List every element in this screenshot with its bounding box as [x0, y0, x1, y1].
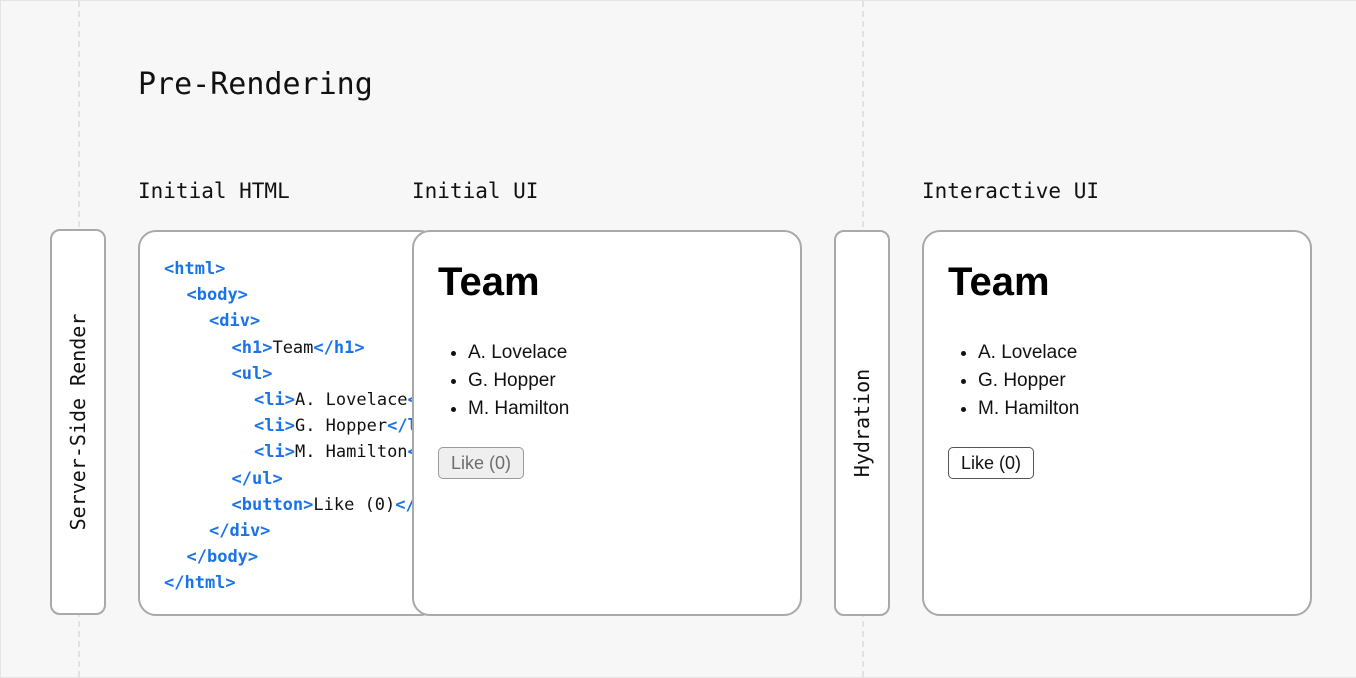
code-tag-open: </div> [209, 521, 271, 542]
html-code-block: <html><body><div><h1>Team</h1><ul><li>A.… [164, 256, 437, 597]
initial-html-card: <html><body><div><h1>Team</h1><ul><li>A.… [138, 230, 438, 616]
list-item: M. Hamilton [978, 395, 1079, 423]
server-side-render-step: Server-Side Render [50, 229, 106, 615]
label-interactive-ui: Interactive UI [922, 179, 1100, 203]
code-text: M. Hamilton [294, 442, 408, 463]
code-line: <li>G. Hopper</li> [164, 413, 436, 439]
initial-ui-card: Team A. Lovelace G. Hopper M. Hamilton L… [412, 230, 802, 616]
list-item: G. Hopper [468, 367, 569, 395]
code-line: <body> [164, 282, 436, 308]
code-tag-open: <html> [164, 259, 226, 279]
label-initial-html: Initial HTML [138, 179, 290, 203]
code-line: </body> [164, 544, 436, 570]
code-line: </div> [164, 518, 436, 544]
list-item: A. Lovelace [978, 339, 1079, 367]
code-line: <div> [164, 308, 436, 334]
hydration-step: Hydration [834, 230, 890, 616]
code-line: <button>Like (0)</button> [164, 492, 437, 518]
code-text: A. Lovelace [294, 390, 408, 411]
list-item: A. Lovelace [468, 339, 569, 367]
code-tag-open: <body> [186, 285, 248, 306]
hydration-label: Hydration [850, 368, 874, 478]
code-tag-open: <li> [254, 442, 295, 463]
code-line: <ul> [164, 361, 436, 387]
interactive-ui-card: Team A. Lovelace G. Hopper M. Hamilton L… [922, 230, 1312, 616]
code-line: <li>A. Lovelace</li> [164, 387, 436, 413]
code-tag-open: <li> [254, 416, 295, 437]
server-side-render-label: Server-Side Render [66, 313, 90, 531]
code-tag-open: <li> [254, 390, 295, 411]
interactive-ui-list: A. Lovelace G. Hopper M. Hamilton [954, 339, 1079, 423]
label-initial-ui: Initial UI [412, 179, 539, 203]
initial-like-button: Like (0) [438, 447, 525, 479]
list-item: M. Hamilton [468, 395, 569, 423]
code-line: </html> [164, 570, 436, 596]
code-tag-open: </body> [186, 547, 259, 568]
code-tag-open: <ul> [231, 363, 273, 384]
diagram-title: Pre-Rendering [138, 67, 373, 102]
list-item: G. Hopper [978, 367, 1079, 395]
initial-ui-heading: Team [438, 260, 540, 304]
code-tag-open: <button> [231, 494, 314, 515]
code-tag-open: <h1> [231, 337, 273, 358]
code-tag-open: <div> [209, 311, 261, 332]
code-text: Like (0) [313, 494, 396, 515]
interactive-like-button[interactable]: Like (0) [948, 447, 1035, 479]
code-text: G. Hopper [294, 416, 388, 437]
code-text: Team [272, 337, 314, 358]
code-line: <html> [164, 256, 436, 282]
interactive-ui-heading: Team [948, 260, 1050, 304]
code-line: <li>M. Hamilton</li> [164, 439, 436, 465]
code-tag-close: </h1> [313, 337, 365, 358]
initial-ui-list: A. Lovelace G. Hopper M. Hamilton [444, 339, 569, 423]
code-line: </ul> [164, 466, 436, 492]
code-tag-open: </ul> [231, 468, 283, 489]
code-tag-open: </html> [164, 573, 236, 594]
code-line: <h1>Team</h1> [164, 335, 436, 361]
